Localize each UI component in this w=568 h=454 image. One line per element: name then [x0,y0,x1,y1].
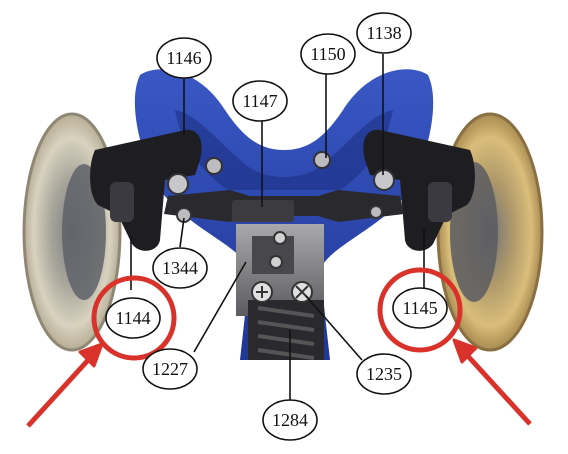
callout-1227: 1227 [142,348,198,390]
label-1150: 1150 [310,44,345,64]
highlight-circle-1144 [91,275,177,361]
callout-1344: 1344 [152,247,208,289]
label-1227: 1227 [152,359,188,379]
screw-linkage-right [369,205,383,219]
callout-1144: 1144 [105,297,161,339]
left-arm-slot [110,182,134,222]
highlights [26,267,532,428]
label-1146: 1146 [166,48,201,68]
callout-1150: 1150 [300,33,356,75]
arrow-right-head [452,338,478,364]
label-1235: 1235 [366,364,402,384]
callout-1235: 1235 [356,353,412,395]
label-1144: 1144 [115,308,150,328]
label-1284: 1284 [272,410,308,430]
spring-coils [257,306,315,360]
callout-1145: 1145 [392,287,448,329]
screw-plate-mid [269,255,283,269]
left-wheel-rim [22,112,122,352]
left-arm-bracket [90,129,202,251]
arrow-left-head [78,342,104,368]
frame-inner-shadow [175,110,393,190]
bolt-left-upper [167,173,189,195]
label-1138: 1138 [366,23,401,43]
leader-lines [130,54,425,400]
bolt-right-upper [373,169,395,191]
center-block [232,200,294,222]
leader-1344 [179,217,185,248]
right-arm-bracket [363,129,475,251]
screw-1150 [313,151,331,169]
right-arm-slot [428,182,452,222]
leader-1227 [193,261,247,353]
highlight-circle-1145 [377,267,463,353]
screw-crosses [256,285,309,299]
leader-1235 [305,295,363,361]
screw-plate-top [273,231,287,245]
bolts [167,151,395,303]
callout-1284: 1284 [262,399,318,441]
arrow-left-shaft [26,356,92,428]
label-1344: 1344 [162,258,198,278]
screw-left-frame [205,157,223,175]
callout-1138: 1138 [356,12,412,54]
label-1145: 1145 [402,298,437,318]
arrow-right-shaft [464,352,532,426]
callout-1147: 1147 [232,80,288,122]
callout-1146: 1146 [156,37,212,79]
label-1147: 1147 [242,91,277,111]
